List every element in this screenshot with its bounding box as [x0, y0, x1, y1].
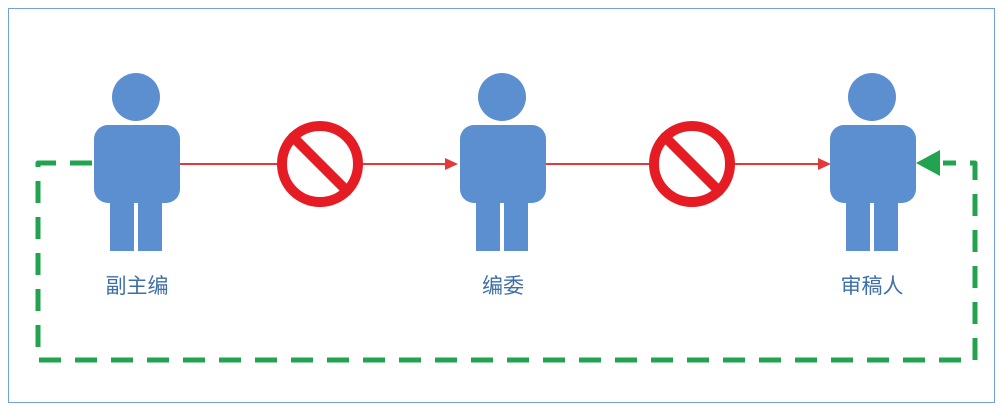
role-label-reviewer: 审稿人 — [841, 274, 904, 298]
diagram-frame — [8, 8, 995, 403]
role-label-associate-editor: 副主编 — [106, 274, 169, 298]
prohibited-icon — [649, 121, 735, 207]
person-icon — [94, 73, 180, 251]
role-label-editorial-board: 编委 — [482, 274, 524, 298]
return-arrowhead-icon — [916, 150, 940, 176]
person-icon — [830, 73, 916, 251]
person-icon — [460, 73, 546, 251]
prohibited-icon — [277, 121, 363, 207]
return-path-dashed — [35, 160, 978, 363]
